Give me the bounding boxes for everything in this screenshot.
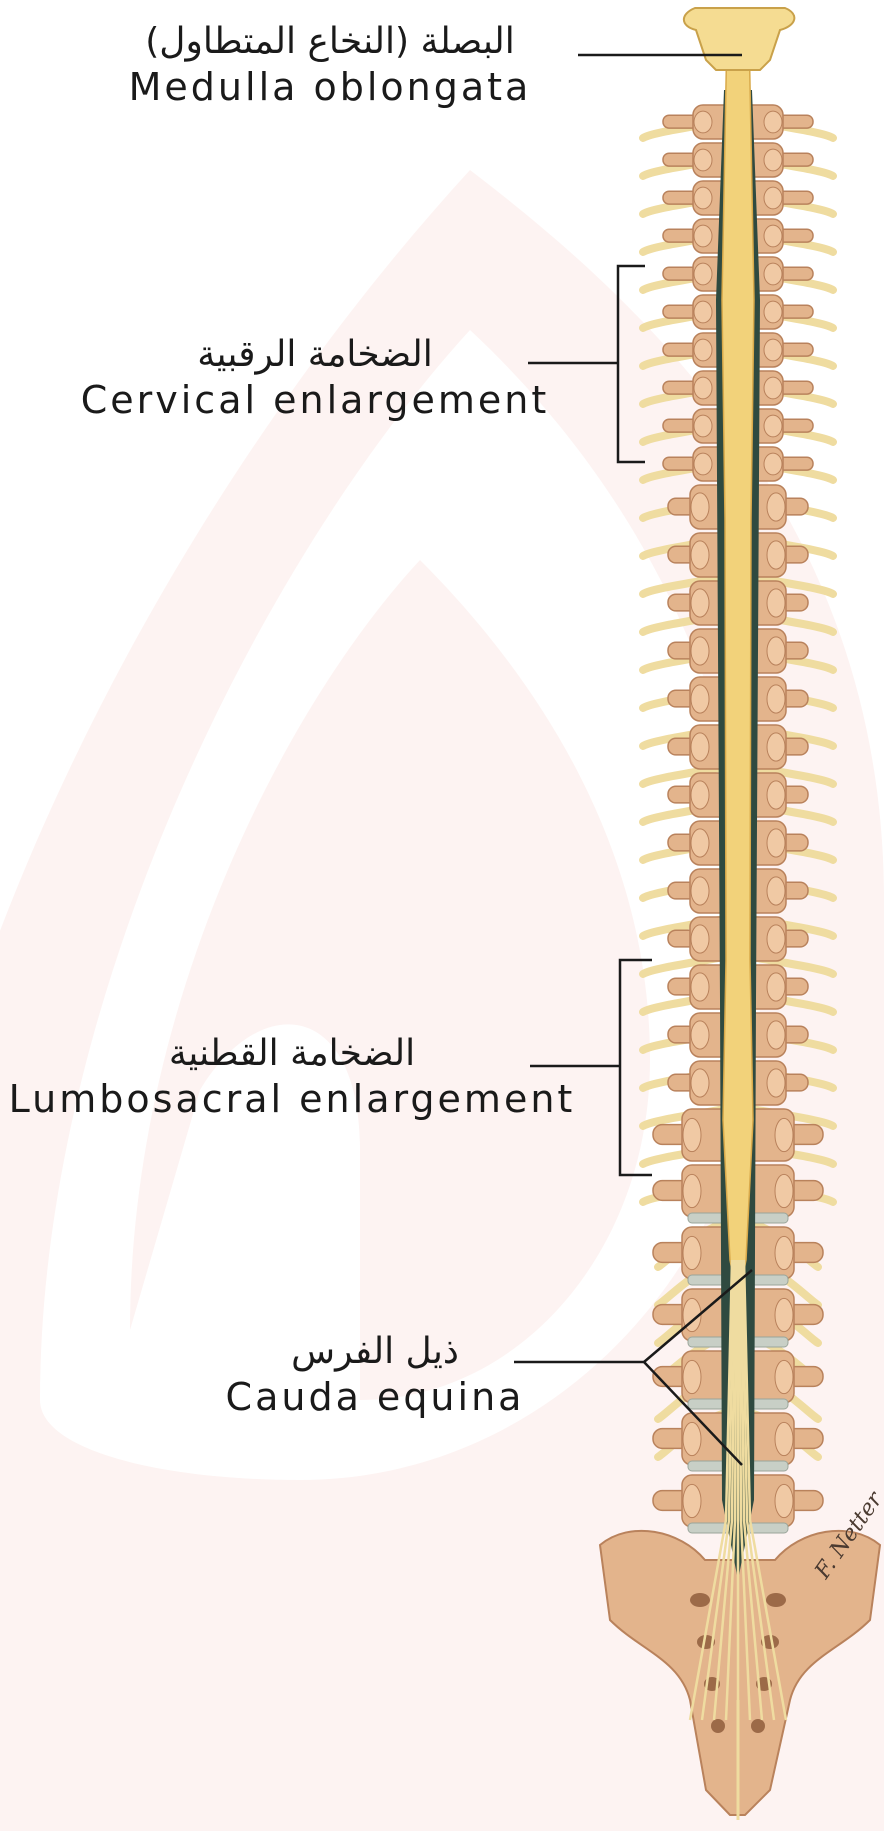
label-lumbosacral-enlargement: الضخامة القطنية Lumbosacral enlargement	[2, 1032, 582, 1122]
label-cauda-equina: ذيل الفرس Cauda equina	[200, 1330, 550, 1420]
label-english: Cervical enlargement	[60, 377, 570, 423]
label-english: Medulla oblongata	[95, 64, 565, 110]
label-cervical-enlargement: الضخامة الرقبية Cervical enlargement	[60, 333, 570, 423]
label-english: Lumbosacral enlargement	[2, 1076, 582, 1122]
label-arabic: ذيل الفرس	[200, 1330, 550, 1374]
label-arabic: البصلة (النخاع المتطاول)	[95, 20, 565, 64]
label-arabic: الضخامة الرقبية	[60, 333, 570, 377]
label-english: Cauda equina	[200, 1374, 550, 1420]
label-medulla-oblongata: البصلة (النخاع المتطاول) Medulla oblonga…	[95, 20, 565, 110]
label-arabic: الضخامة القطنية	[2, 1032, 582, 1076]
